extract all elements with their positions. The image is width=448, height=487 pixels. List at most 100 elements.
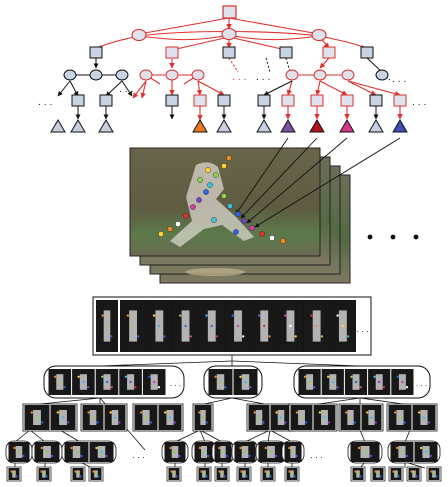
cluster-thumb: [298, 369, 321, 395]
and-or-graph: . . . . . . . . . . . . . . . . . .: [38, 5, 426, 133]
pose-joint: [235, 211, 241, 217]
pose-joint: [211, 217, 217, 223]
top-strip-thumb: [199, 300, 225, 352]
pose-joint: [221, 193, 227, 199]
cluster-thumb: [142, 369, 166, 395]
leaf-triangles: [50, 119, 408, 133]
pose-joint: [207, 182, 213, 188]
instance-thumb: [408, 468, 420, 480]
ellipsis-center-right: . . .: [256, 73, 270, 83]
or-node: [375, 69, 389, 81]
leaf-triangle: [98, 119, 114, 133]
pose-joint: [226, 155, 232, 161]
cluster-hierarchy: . . .: [5, 296, 442, 482]
instance-thumb: [72, 468, 84, 480]
and-node: [222, 46, 236, 59]
leaf-cluster-thumb: [214, 442, 232, 462]
pose-joint: [190, 204, 196, 210]
strip-ellipsis: . . .: [356, 325, 369, 334]
and-nodes-level-4-red: [193, 94, 407, 107]
leaf-triangle: [50, 119, 66, 133]
top-strip-thumb: [304, 300, 330, 352]
pose-joint: [241, 218, 247, 224]
leaf-cluster-thumb: [194, 442, 214, 462]
or-nodes-level-3: [63, 69, 129, 81]
leaf-cluster-thumb: [234, 442, 256, 462]
or-node-left: [131, 28, 147, 42]
and-node: [360, 46, 374, 59]
level-4-groups: [5, 440, 441, 464]
pose-joint: [158, 231, 164, 237]
pose-joint: [205, 167, 211, 173]
leaf-cluster-thumb: [390, 442, 414, 462]
leaf-triangle: [339, 119, 355, 133]
pose-joint: [221, 163, 227, 169]
instance-thumb: [168, 468, 180, 480]
top-strip-thumb: [251, 300, 277, 352]
cluster-thumb: [391, 369, 414, 395]
group-ellipsis-right: . . .: [416, 380, 427, 388]
subcluster-thumb: [388, 405, 412, 430]
instance-thumb: [90, 468, 102, 480]
subcluster-thumb: [194, 405, 212, 430]
cluster-thumb: [344, 369, 368, 395]
leaf-cluster-thumb: [34, 442, 60, 462]
instance-thumb: [390, 468, 402, 480]
instance-thumb: [286, 468, 298, 480]
cluster-thumb: [321, 369, 344, 395]
instance-thumb: [372, 468, 384, 480]
subcluster-thumb: [270, 405, 292, 430]
leaf-triangle: [256, 119, 272, 133]
subcluster-thumb: [24, 405, 50, 430]
top-strip-thumb: [120, 300, 146, 352]
instance-thumb: [8, 468, 20, 480]
instance-thumb: [198, 468, 210, 480]
pose-joint: [167, 226, 173, 232]
leaf-cluster-thumb: [89, 442, 114, 462]
pose-joint: [259, 231, 265, 237]
pose-joint: [213, 172, 219, 178]
leaf-triangle: [216, 119, 232, 133]
pose-joint: [227, 203, 233, 209]
leaf-cluster-thumb: [414, 442, 438, 462]
and-node-red: [165, 46, 179, 59]
pose-joint: [233, 229, 239, 235]
subcluster-thumb: [158, 405, 182, 430]
subcluster-thumb: [313, 405, 336, 430]
leaf-triangle: [368, 119, 384, 133]
leaf-triangle: [392, 119, 408, 133]
subcluster-thumb: [134, 405, 158, 430]
leaf-cluster-thumb: [8, 442, 30, 462]
subcluster-thumb: [340, 405, 361, 430]
subcluster-thumb: [50, 405, 76, 430]
top-strip-thumb: [172, 300, 199, 352]
pose-joint: [196, 197, 202, 203]
subcluster-thumb: [104, 405, 126, 430]
leaf-cluster-thumb: [164, 442, 186, 462]
bottom-ellipsis-right: . . .: [310, 451, 323, 460]
ellipsis-right: . . .: [392, 75, 406, 85]
or-nodes-level-3-red: [139, 69, 355, 81]
level-3-thumbnails: [22, 403, 438, 432]
cluster-thumb: [72, 369, 95, 395]
leaf-triangle: [309, 119, 325, 133]
instance-thumb: [262, 468, 274, 480]
subcluster-thumb: [290, 405, 313, 430]
cluster-thumb: [208, 369, 233, 395]
and-node-red: [322, 46, 336, 59]
subcluster-thumb: [412, 405, 436, 430]
instance-thumb: [38, 468, 50, 480]
or-node-right: [311, 28, 327, 42]
cluster-thumb: [119, 369, 142, 395]
ellipsis-left-mid: . . .: [119, 85, 133, 95]
subcluster-thumb: [248, 405, 270, 430]
top-strip-thumb: [225, 300, 251, 352]
cluster-thumb: [368, 369, 391, 395]
level-5-thumbnails: [6, 466, 442, 482]
or-node-center: [221, 27, 237, 41]
pose-joint: [197, 177, 203, 183]
top-strip-rep-thumb: [96, 300, 118, 352]
and-node: [279, 46, 293, 59]
